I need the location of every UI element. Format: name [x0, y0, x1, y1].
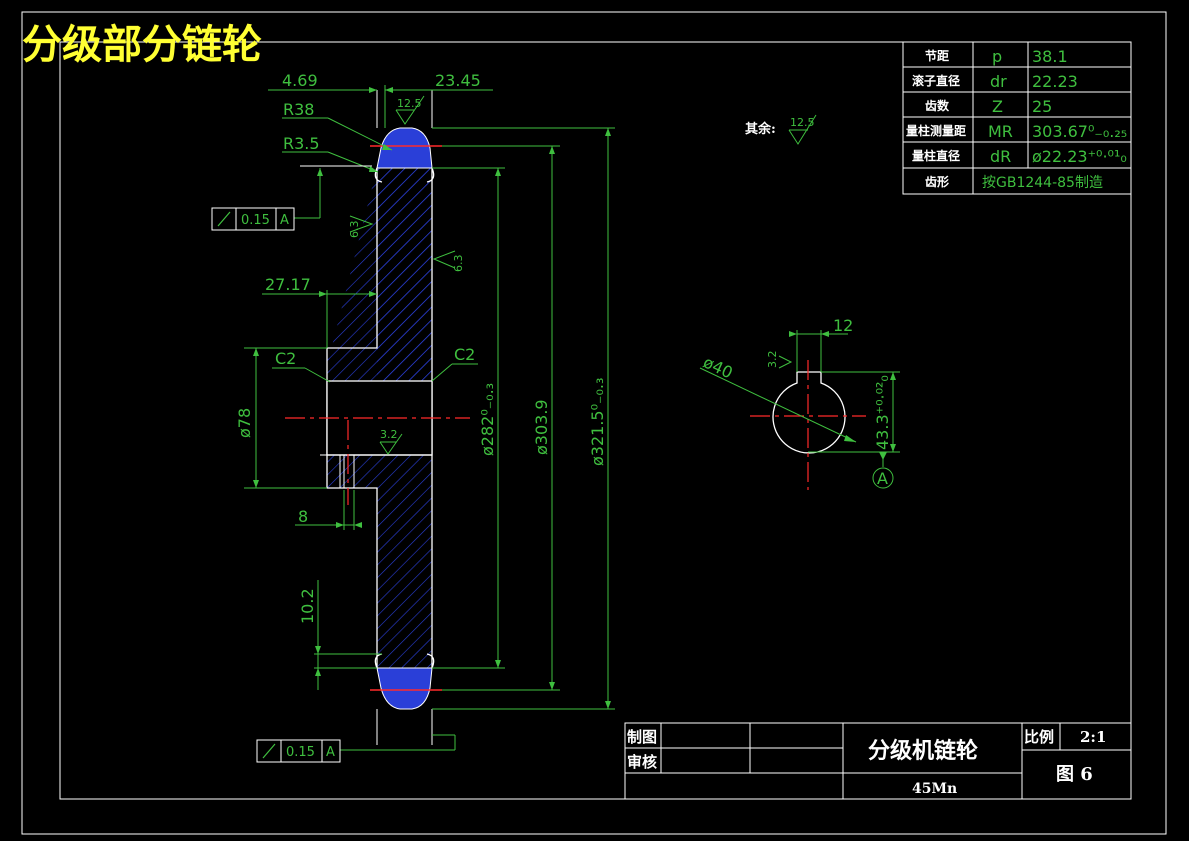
key-width-12: 12 [833, 316, 853, 335]
roughness-symbols [349, 95, 817, 455]
rough-3-2: 3.2 [380, 428, 398, 441]
lower-hatch-body [327, 455, 432, 668]
other-finish-label: 其余: [745, 121, 776, 137]
upper-hatch-body [327, 168, 432, 381]
material: 45Mn [912, 781, 957, 797]
param-name-0: 节距 [925, 48, 949, 63]
dim-27-17: 27.17 [265, 275, 311, 294]
tol-value-bottom: 0.15 [286, 745, 315, 760]
param-symbol-3: MR [988, 122, 1013, 141]
param-value-5: 按GB1244-85制造 [982, 175, 1103, 191]
dim-d321-5: ø321.5⁰₋₀.₃ [588, 378, 607, 466]
rough-12-5: 12.5 [397, 97, 422, 110]
tolerance-frame-top: 0.15 A [211, 207, 295, 231]
drawn-label: 制图 [627, 728, 657, 746]
dim-4-69: 4.69 [282, 71, 318, 90]
rough-6-3-right: 6.3 [452, 255, 465, 273]
checked-label: 审核 [627, 753, 657, 771]
drawing-title: 分级部分链轮 [22, 21, 262, 68]
param-name-4: 量柱直径 [912, 148, 960, 163]
param-value-2: 25 [1032, 97, 1052, 116]
param-name-5: 齿形 [925, 174, 949, 189]
title-block: 制图 审核 分级机链轮 45Mn 比例 2:1 图 6 [624, 722, 1132, 800]
sprocket-section [285, 90, 470, 745]
scale-label: 比例 [1024, 728, 1054, 746]
dim-23-45: 23.45 [435, 71, 481, 90]
tol-value-top: 0.15 [241, 213, 270, 228]
key-datum-a: A [877, 469, 888, 488]
lower-tooth [376, 667, 433, 710]
param-name-3: 量柱测量距 [906, 123, 966, 138]
keyway-view [699, 330, 900, 490]
scale-value: 2:1 [1080, 728, 1106, 746]
param-value-4: ø22.23⁺⁰·⁰¹₀ [1032, 147, 1127, 166]
outer-border [21, 11, 1167, 835]
key-depth-43-3: 43.3⁺⁰·⁰²₀ [873, 375, 892, 450]
other-finish-value: 12.5 [790, 116, 815, 129]
tol-datum-bottom: A [326, 745, 335, 760]
inner-border [59, 41, 1132, 800]
parameter-table: 节距 滚子直径 齿数 量柱测量距 量柱直径 齿形 p dr Z MR dR 38… [902, 41, 1132, 195]
param-symbol-1: dr [990, 72, 1007, 91]
dim-d303-9: ø303.9 [532, 399, 551, 455]
dim-8: 8 [298, 507, 308, 526]
tol-datum-top: A [280, 213, 289, 228]
param-symbol-0: p [992, 47, 1002, 66]
param-value-3: 303.67⁰₋₀.₂₅ [1032, 122, 1127, 141]
dim-c2-right: C2 [454, 345, 475, 364]
upper-tooth [376, 127, 433, 169]
param-symbol-4: dR [990, 147, 1011, 166]
dim-10-2: 10.2 [298, 588, 317, 624]
rough-6-3-left: 6.3 [348, 221, 361, 239]
key-d40: ø40 [700, 352, 735, 382]
dim-r3-5: R3.5 [283, 134, 320, 153]
drawing-number: 图 6 [1056, 764, 1093, 785]
dim-r38: R38 [283, 100, 314, 119]
key-rough-3-2: 3.2 [766, 351, 779, 369]
dim-d78: ø78 [235, 408, 254, 438]
param-symbol-2: Z [992, 97, 1003, 116]
param-value-1: 22.23 [1032, 72, 1078, 91]
runout-icon-bottom [262, 743, 276, 759]
dim-c2-left: C2 [275, 349, 296, 368]
tolerance-frame-bottom: 0.15 A [256, 739, 341, 763]
arrowheads [253, 87, 611, 709]
param-name-2: 齿数 [925, 98, 950, 113]
param-value-0: 38.1 [1032, 47, 1068, 66]
part-name: 分级机链轮 [868, 738, 978, 764]
runout-icon [217, 211, 231, 227]
dimensions [244, 85, 615, 751]
param-name-1: 滚子直径 [912, 73, 960, 88]
dim-d282: ø282⁰₋₀.₃ [478, 383, 497, 456]
